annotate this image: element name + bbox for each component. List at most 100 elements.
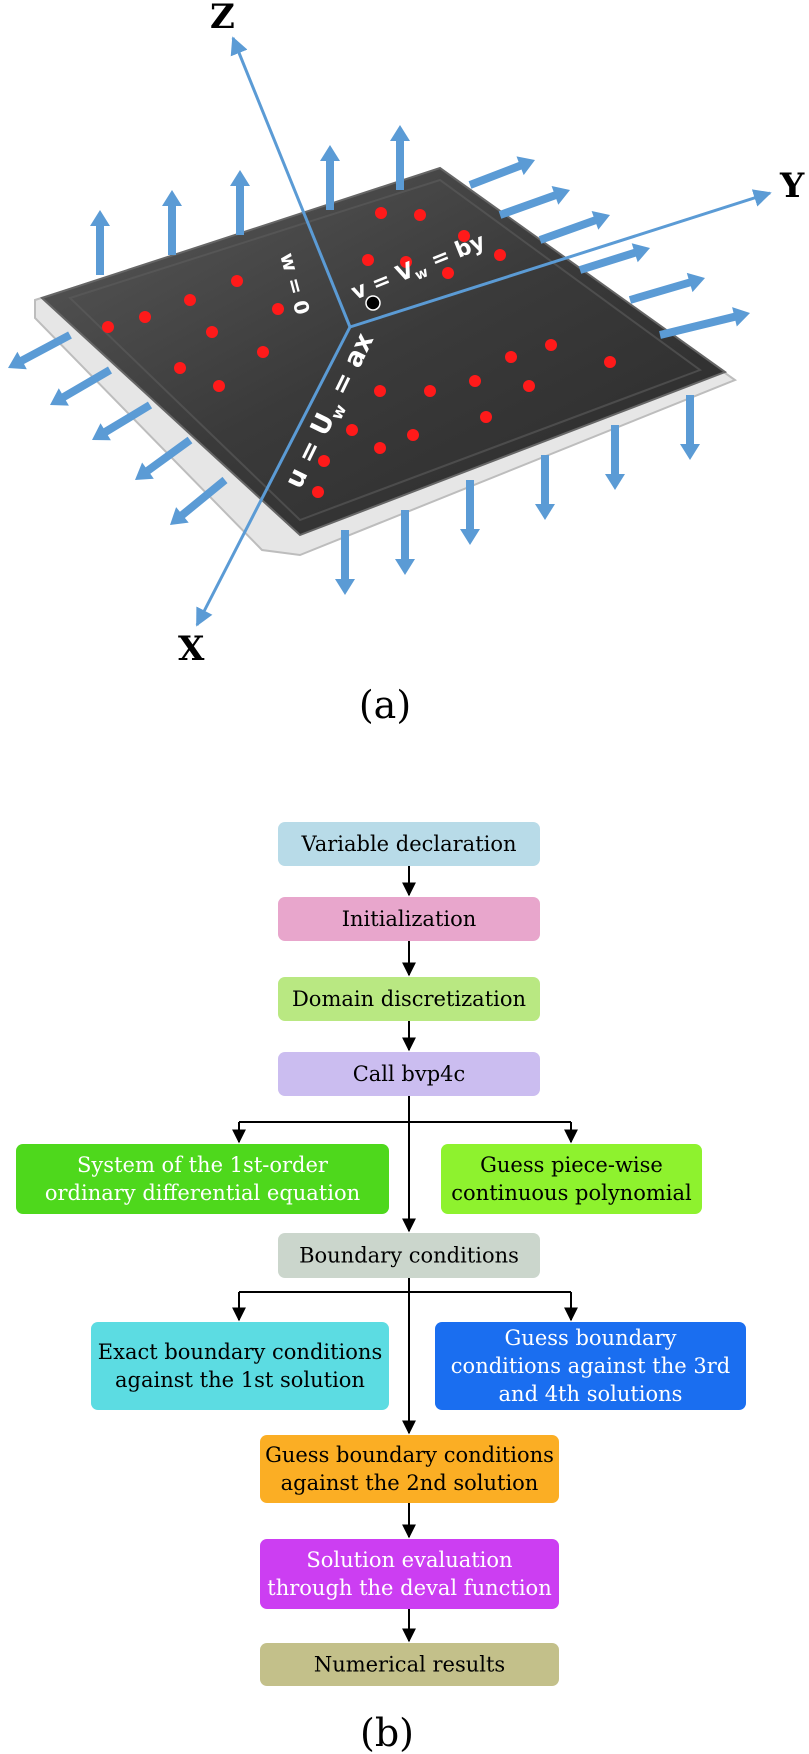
stretching-arrow bbox=[605, 425, 625, 490]
stretching-arrow bbox=[90, 210, 110, 275]
particle-dot bbox=[424, 385, 436, 397]
node-box bbox=[91, 1322, 389, 1410]
node-label: Exact boundary conditions bbox=[98, 1340, 382, 1364]
node-box bbox=[16, 1144, 389, 1214]
node-box bbox=[441, 1144, 702, 1214]
figure-b-flowchart: Variable declaration Initialization Doma… bbox=[16, 822, 746, 1754]
particle-dot bbox=[414, 209, 426, 221]
node-label: and 4th solutions bbox=[499, 1382, 683, 1406]
plate-bevel bbox=[68, 178, 703, 522]
node-numerical-results: Numerical results bbox=[260, 1643, 559, 1686]
node-label: conditions against the 3rd bbox=[451, 1354, 730, 1378]
stretching-arrow bbox=[395, 510, 415, 575]
stretching-arrow bbox=[468, 156, 535, 189]
node-call-bvp4c: Call bvp4c bbox=[278, 1052, 540, 1096]
node-label: Numerical results bbox=[314, 1653, 505, 1677]
particle-dot bbox=[442, 267, 454, 279]
node-box bbox=[278, 1233, 540, 1278]
node-label: ordinary differential equation bbox=[45, 1181, 360, 1205]
particle-dot bbox=[505, 351, 517, 363]
node-box bbox=[278, 897, 540, 941]
particle-dot bbox=[545, 339, 557, 351]
particle-dot bbox=[174, 362, 186, 374]
y-axis-label: Y bbox=[779, 166, 805, 206]
stretching-arrow bbox=[135, 436, 193, 480]
node-box bbox=[260, 1643, 559, 1686]
node-boundary-conditions: Boundary conditions bbox=[278, 1233, 540, 1278]
stretching-arrow bbox=[230, 170, 250, 235]
particle-dot bbox=[480, 411, 492, 423]
stretching-arrow bbox=[50, 366, 112, 406]
stretching-arrow bbox=[92, 401, 153, 441]
particle-dot bbox=[400, 256, 412, 268]
particle-dot bbox=[184, 294, 196, 306]
stretching-arrows bbox=[8, 125, 750, 595]
node-box bbox=[260, 1539, 559, 1609]
stretching-arrow bbox=[460, 480, 480, 545]
node-box bbox=[435, 1322, 746, 1410]
node-label: against the 2nd solution bbox=[281, 1471, 539, 1495]
origin-marker bbox=[365, 295, 381, 311]
z-axis-label: Z bbox=[210, 0, 235, 37]
flow-connectors bbox=[232, 866, 578, 1643]
node-label: Guess boundary conditions bbox=[265, 1443, 554, 1467]
figure-a-caption: (a) bbox=[359, 683, 411, 727]
node-domain-discretization: Domain discretization bbox=[278, 977, 540, 1021]
stretching-arrow bbox=[659, 307, 750, 339]
stretching-arrow bbox=[535, 455, 555, 520]
node-guess-bc-2nd: Guess boundary conditions against the 2nd… bbox=[260, 1435, 559, 1503]
node-label: Initialization bbox=[342, 907, 477, 931]
node-label: Solution evaluation bbox=[306, 1548, 512, 1572]
node-box bbox=[278, 977, 540, 1021]
stretching-arrow bbox=[320, 145, 340, 210]
node-initialization: Initialization bbox=[278, 897, 540, 941]
node-label: against the 1st solution bbox=[115, 1368, 365, 1392]
stretching-arrow bbox=[628, 272, 705, 304]
node-label: through the deval function bbox=[267, 1576, 551, 1600]
stretching-arrow bbox=[170, 476, 228, 525]
node-label: Guess piece-wise bbox=[480, 1153, 663, 1177]
particle-dot bbox=[375, 207, 387, 219]
node-label: continuous polynomial bbox=[451, 1181, 692, 1205]
particle-dot bbox=[604, 356, 616, 368]
node-guess-polynomial: Guess piece-wise continuous polynomial bbox=[441, 1144, 702, 1214]
y-axis-line bbox=[349, 189, 772, 329]
particle-dot bbox=[257, 346, 269, 358]
node-box bbox=[260, 1435, 559, 1503]
particle-dot bbox=[523, 380, 535, 392]
particle-dot bbox=[272, 303, 284, 315]
stretching-arrow bbox=[162, 190, 182, 255]
stretching-arrow bbox=[538, 211, 610, 244]
stretching-arrow bbox=[680, 395, 700, 460]
node-label: Domain discretization bbox=[292, 987, 526, 1011]
z-axis-line bbox=[230, 36, 352, 328]
node-box bbox=[278, 1052, 540, 1096]
particle-dot bbox=[318, 455, 330, 467]
particle-dot bbox=[213, 380, 225, 392]
stretching-arrow bbox=[498, 186, 570, 219]
particle-dot bbox=[346, 424, 358, 436]
node-exact-bc: Exact boundary conditions against the 1st… bbox=[91, 1322, 389, 1410]
particle-dot bbox=[362, 254, 374, 266]
particle-dot bbox=[458, 230, 470, 242]
node-guess-bc-3rd-4th: Guess boundary conditions against the 3rd… bbox=[435, 1322, 746, 1410]
particle-dot bbox=[374, 442, 386, 454]
particle-dot bbox=[374, 385, 386, 397]
particle-dot bbox=[494, 249, 506, 261]
stretching-arrow bbox=[578, 243, 650, 274]
particle-dot bbox=[407, 429, 419, 441]
stretching-arrow bbox=[390, 125, 410, 190]
particle-dot bbox=[206, 326, 218, 338]
particle-dot bbox=[312, 486, 324, 498]
particle-dot bbox=[231, 275, 243, 287]
particle-dots bbox=[102, 207, 616, 498]
node-label: Guess boundary bbox=[505, 1326, 677, 1350]
node-solution-evaluation: Solution evaluation through the deval fun… bbox=[260, 1539, 559, 1609]
figure-a: Z Y X u = Uw = ax v = Vw = by w = 0 (a) bbox=[8, 0, 805, 727]
node-label: Variable declaration bbox=[300, 832, 516, 856]
node-label: Boundary conditions bbox=[299, 1244, 519, 1268]
stretching-arrow bbox=[8, 331, 72, 370]
particle-dot bbox=[469, 375, 481, 387]
